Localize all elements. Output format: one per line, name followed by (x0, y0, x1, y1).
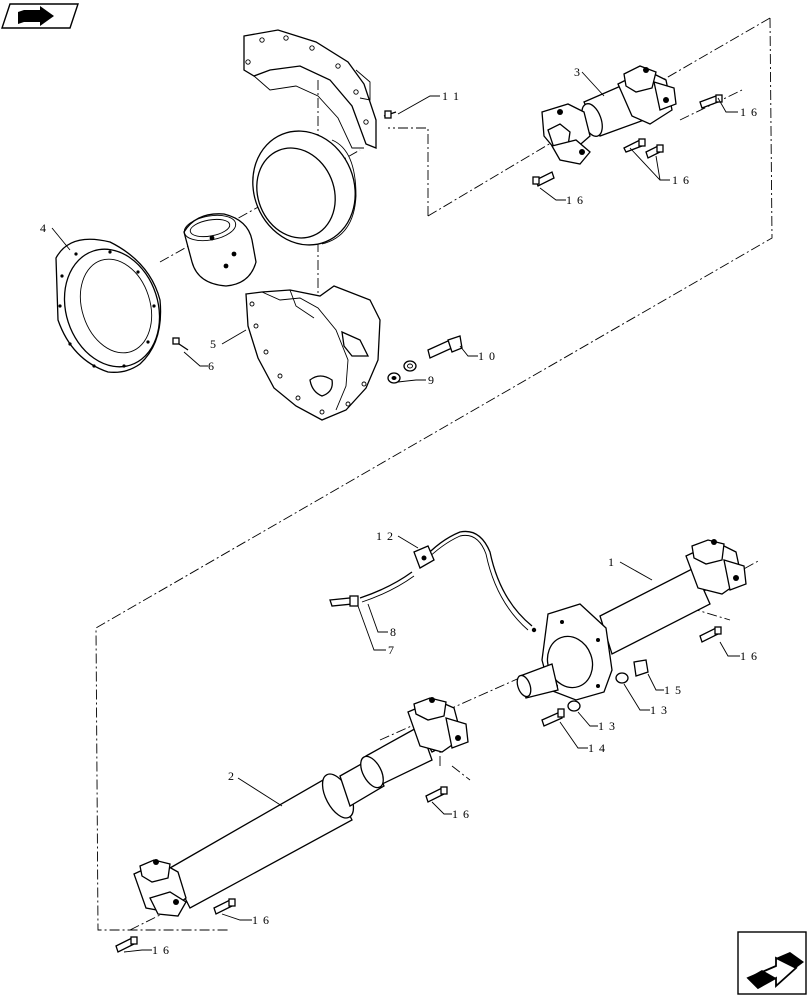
back-arrow-icon[interactable] (1, 3, 79, 29)
callout-16: 1 6 (672, 173, 690, 187)
callout-1: 1 (608, 555, 615, 569)
callout-16: 1 6 (740, 649, 758, 663)
callout-16: 1 6 (452, 807, 470, 821)
callout-13: 1 3 (650, 703, 668, 717)
callout-9: 9 (428, 373, 435, 387)
flange-housing (55, 238, 189, 373)
callout-15: 1 5 (664, 683, 682, 697)
washers-and-bolt (387, 335, 463, 384)
callout-16: 1 6 (566, 193, 584, 207)
large-ring (252, 130, 357, 246)
callout-3: 3 (574, 65, 581, 79)
callout-16: 1 6 (252, 913, 270, 927)
lower-cover-half (245, 285, 381, 421)
callout-4: 4 (40, 221, 47, 235)
callout-8: 8 (390, 625, 397, 639)
callout-11: 1 1 (442, 89, 460, 103)
grease-line (329, 530, 537, 633)
callout-6: 6 (208, 359, 215, 373)
callout-12: 1 2 (376, 529, 394, 543)
small-drum (183, 213, 257, 287)
callout-10: 1 0 (478, 349, 496, 363)
callout-14: 1 4 (588, 741, 606, 755)
callout-16: 1 6 (152, 943, 170, 957)
callout-16: 1 6 (740, 105, 758, 119)
callout-5: 5 (210, 337, 217, 351)
upper-cover-half (243, 29, 397, 149)
upper-drive-shaft (532, 65, 723, 187)
lower-drive-shaft (115, 697, 469, 953)
next-page-arrow-icon[interactable] (737, 931, 807, 995)
bearing-support-shaft (516, 539, 747, 727)
callout-7: 7 (388, 643, 395, 657)
callout-leaders (51, 71, 740, 953)
callout-2: 2 (228, 769, 235, 783)
callout-labels: 1 1 3 1 6 1 6 1 6 4 5 6 9 1 0 1 2 1 8 7 … (40, 65, 758, 957)
callout-13: 1 3 (598, 719, 616, 733)
